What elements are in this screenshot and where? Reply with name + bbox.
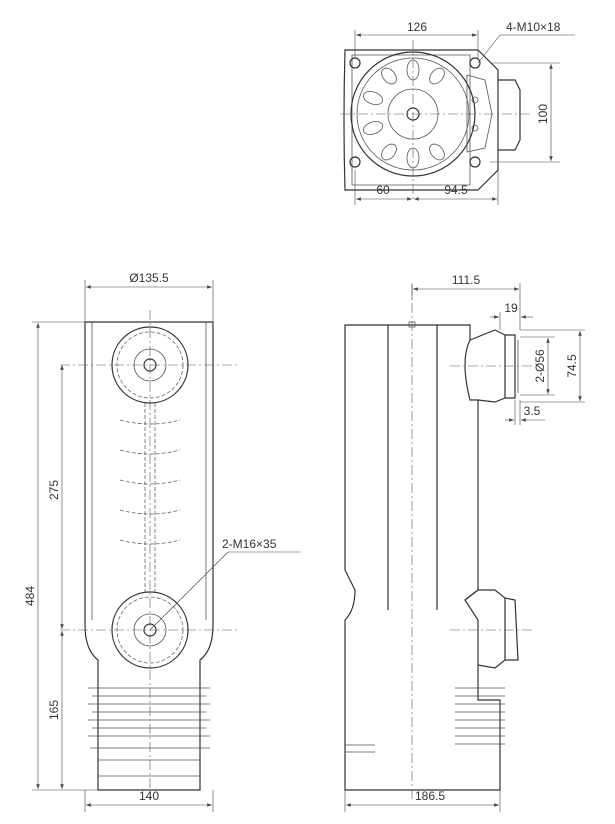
top-view: 126 4-M10×18 100 60 94.5 (340, 20, 575, 205)
side-view: 111.5 19 2-Ø56 74.5 3.5 186.5 (344, 273, 585, 812)
side-base-depth-dim: 186.5 (415, 789, 445, 803)
side-flange-dim: 19 (504, 301, 518, 315)
side-lip-dim: 3.5 (524, 404, 541, 418)
front-view: Ø135.5 484 275 165 2-M16×35 140 (23, 271, 300, 812)
front-span-dim: 275 (47, 480, 61, 500)
top-width-dim: 126 (407, 20, 427, 34)
side-flange-height-dim: 74.5 (565, 354, 579, 378)
front-diameter-dim: Ø135.5 (129, 271, 169, 285)
top-left-offset-dim: 60 (376, 183, 390, 197)
front-lower-dim: 165 (47, 700, 61, 720)
front-bolt-note: 2-M16×35 (222, 537, 277, 551)
top-right-offset-dim: 94.5 (444, 183, 468, 197)
side-top-offset-dim: 111.5 (452, 273, 481, 287)
top-height-dim: 100 (536, 104, 550, 124)
side-bore-dim: 2-Ø56 (533, 349, 547, 383)
front-base-width-dim: 140 (139, 789, 159, 803)
top-bolt-note: 4-M10×18 (506, 20, 561, 34)
insulator-sheds (88, 687, 210, 737)
vent-slots (362, 59, 445, 169)
side-sheds (455, 687, 505, 745)
front-total-height-dim: 484 (23, 586, 37, 606)
mounting-holes (349, 57, 481, 168)
